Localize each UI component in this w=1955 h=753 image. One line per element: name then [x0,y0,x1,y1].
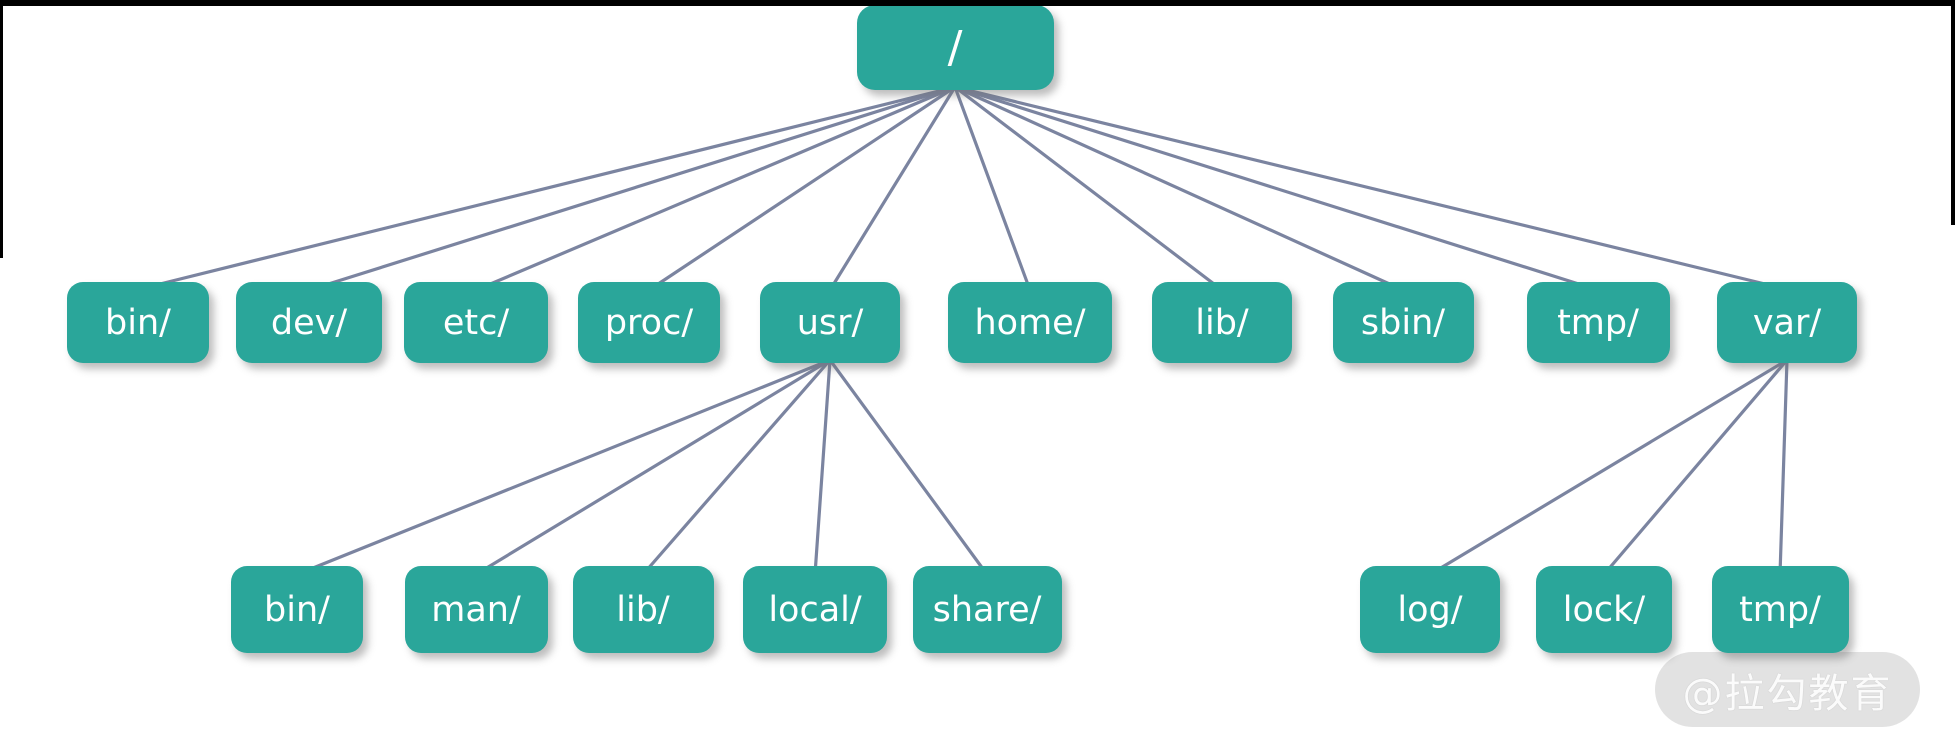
tree-node-sbin: sbin/ [1332,282,1474,363]
tree-node-label: log/ [1397,589,1463,630]
tree-node-label: lock/ [1562,589,1646,630]
tree-node-label: lib/ [1195,302,1249,343]
tree-node-usr-man: man/ [404,566,548,653]
tree-node-var: var/ [1717,282,1857,363]
tree-node-etc: etc/ [404,282,548,363]
tree-node-usr-local: local/ [743,566,887,653]
tree-node-bin: bin/ [67,282,209,363]
frame-right-edge [1951,0,1955,225]
tree-node-var-log: log/ [1360,566,1500,653]
tree-node-label: / [947,22,963,73]
tree-node-proc: proc/ [578,282,720,363]
tree-node-label: lib/ [616,589,670,630]
frame-left-edge [0,0,3,258]
watermark-text: @拉勾教育 [1682,670,1893,717]
tree-node-label: man/ [431,589,521,630]
tree-node-label: home/ [974,302,1086,343]
tree-node-home: home/ [948,282,1112,363]
tree-node-usr-bin: bin/ [231,566,363,653]
tree-node-label: tmp/ [1557,302,1639,343]
tree-node-label: usr/ [796,302,864,343]
tree-node-label: var/ [1752,302,1822,343]
tree-node-label: etc/ [442,302,510,343]
tree-node-var-lock: lock/ [1536,566,1672,653]
frame-top-edge [0,0,1955,6]
tree-node-tmp: tmp/ [1526,282,1670,363]
tree-node-label: bin/ [105,302,171,343]
tree-node-label: proc/ [604,302,694,343]
tree-node-lib: lib/ [1152,282,1292,363]
tree-node-label: bin/ [264,589,330,630]
tree-node-label: share/ [932,589,1042,630]
tree-node-root: / [856,5,1054,90]
tree-node-label: sbin/ [1360,302,1446,343]
tree-node-var-tmp: tmp/ [1711,566,1849,653]
tree-node-dev: dev/ [236,282,382,363]
tree-node-label: tmp/ [1739,589,1821,630]
watermark-badge: @拉勾教育 [1655,652,1920,727]
tree-node-label: dev/ [270,302,348,343]
tree-node-usr-share: share/ [912,566,1062,653]
tree-node-usr: usr/ [760,282,900,363]
tree-node-usr-lib: lib/ [572,566,714,653]
tree-node-label: local/ [768,589,862,630]
